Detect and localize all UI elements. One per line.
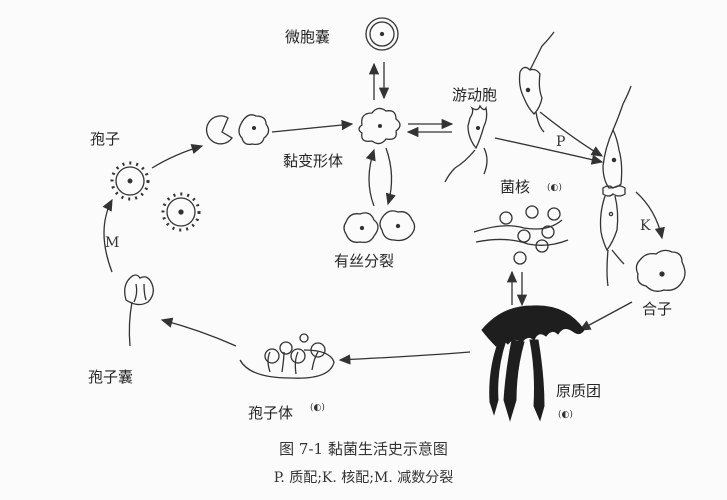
arrow-mitosis-to-myxamoeba [365,148,376,207]
figure-caption-legend: P. 质配;K. 核配;M. 减数分裂 [273,470,454,486]
nuclei-icon [473,205,569,265]
label-zygote: 合子 [642,300,673,318]
ploidy-sporophore: (◐) [310,403,325,413]
swarm-cell-icon [444,104,488,183]
label-sporophore: 孢子体 [248,404,294,422]
label-swarm-cell: 游动胞 [452,86,498,104]
ploidy-plasmodium: (◐) [558,410,573,420]
label-M: M [105,235,119,251]
label-K: K [640,218,651,234]
swarm-cell-top-icon [518,31,555,133]
arrow-myxamoeba-to-mitosis [385,147,396,206]
arrow-fusion-to-zygote [635,191,665,240]
arrow-germination-to-myxamoeba [271,119,354,133]
zygote-icon [635,249,686,292]
sporophore-icon [239,333,335,379]
arrow-sporangium-to-spore [102,198,113,273]
spore-icon-2 [161,192,201,232]
arrow-spore-to-germination [151,143,204,169]
fusing-gametes-icon [599,85,632,287]
label-nuclei: 菌核 [500,178,531,196]
spore-icon [110,161,150,201]
ploidy-nuclei: (◐) [547,183,562,193]
plasmodium-icon [481,305,585,422]
label-plasmodium: 原质团 [556,382,602,400]
mitosis-cells-icon [343,210,416,244]
germinating-spore-icon [205,114,270,146]
arrow-zygote-to-plasmodium [578,301,633,331]
arrow-swarm-to-fusion [494,137,604,165]
label-mitosis: 有丝分裂 [334,252,395,270]
arrow-plasmodium-to-sporophore [338,351,471,365]
label-P: P [556,134,565,150]
label-microcyst: 微胞囊 [285,28,331,46]
label-sporangium: 孢子囊 [88,368,134,386]
arrow-top-swarm-to-fusion [539,111,604,157]
label-spore: 孢子 [90,130,121,148]
label-myxamoeba: 黏变形体 [283,152,344,170]
arrow-sporophore-to-sporangium [160,317,237,347]
sporangium-icon [124,274,154,347]
myxamoeba-icon [358,107,401,145]
figure-caption-title: 图 7-1 黏菌生活史示意图 [279,440,448,458]
microcyst-icon [365,17,399,51]
